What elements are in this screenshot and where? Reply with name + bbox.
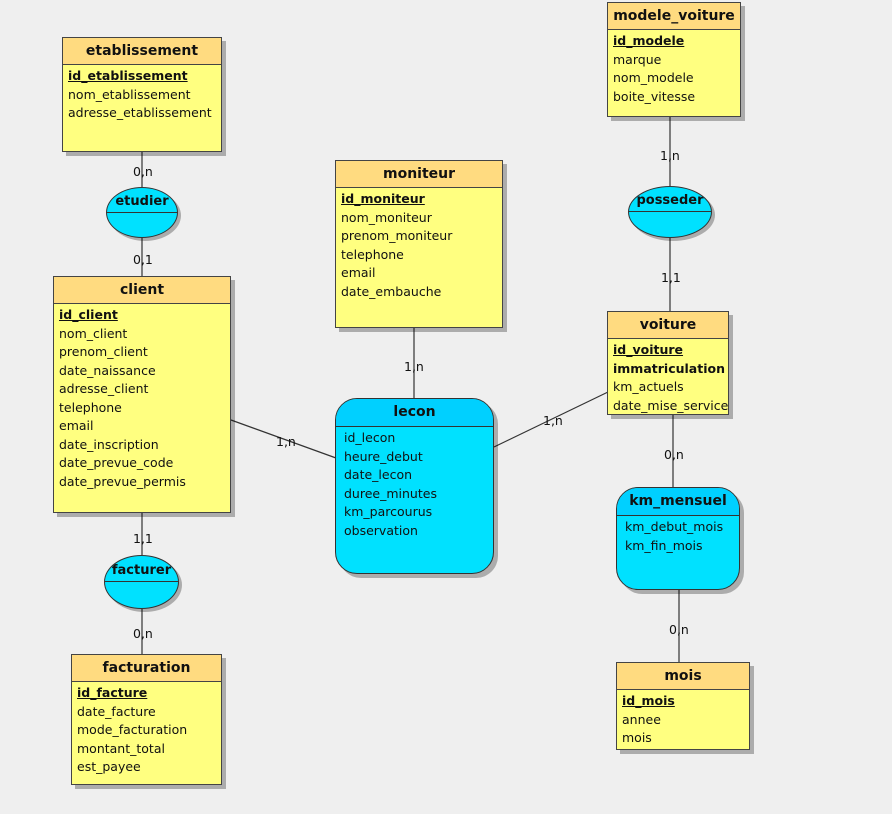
association-field: observation [344,522,418,538]
cardinality-facturer-facturation: 0,n [133,626,153,641]
association-field: km_parcourus [344,504,433,519]
association-posseder[interactable]: posseder [628,186,712,238]
entity-field: mode_facturation [77,722,188,737]
entity-mois[interactable]: mois id_mois annee mois [616,662,750,750]
entity-title: voiture [608,312,728,339]
entity-client[interactable]: client id_client nom_client prenom_clien… [53,276,231,513]
association-lecon[interactable]: lecon id_lecon heure_debut date_lecon du… [335,398,494,574]
entity-field: telephone [341,246,404,262]
entity-voiture[interactable]: voiture id_voiture immatriculation km_ac… [607,311,729,415]
entity-field-key: id_etablissement [68,68,188,83]
cardinality-posseder-voiture: 1,1 [661,270,681,285]
cardinality-client-lecon: 1,n [276,434,296,449]
cardinality-moniteur-lecon: 1,n [404,359,424,374]
association-field: km_debut_mois [625,519,724,534]
entity-field: boite_vitesse [613,88,696,104]
entity-field: annee [622,711,661,727]
entity-field: nom_client [59,325,128,341]
association-field: km_fin_mois [625,537,703,553]
entity-field: date_mise_service [613,397,729,413]
association-title: km_mensuel [617,488,739,516]
entity-title: etablissement [63,38,221,65]
entity-title: mois [617,663,749,690]
entity-modele-voiture[interactable]: modele_voiture id_modele marque nom_mode… [607,2,741,117]
entity-field: date_prevue_code [59,455,174,470]
entity-field: nom_etablissement [68,86,191,102]
entity-field-key: id_client [59,307,118,322]
entity-field-key: id_mois [622,693,675,708]
entity-moniteur[interactable]: moniteur id_moniteur nom_moniteur prenom… [335,160,503,328]
entity-field: date_inscription [59,436,159,452]
association-facturer[interactable]: facturer [104,555,179,609]
entity-etablissement[interactable]: etablissement id_etablissement nom_etabl… [62,37,222,152]
entity-field: est_payee [77,759,141,774]
association-title: lecon [336,399,493,427]
entity-field: date_naissance [59,362,156,378]
entity-facturation[interactable]: facturation id_facture date_facture mode… [71,654,222,785]
cardinality-client-facturer: 1,1 [133,531,153,546]
cardinality-voiture-kmmensuel: 0,n [664,447,684,462]
entity-field: date_prevue_permis [59,473,186,489]
association-field: id_lecon [344,430,396,445]
link-client-lecon [230,419,337,459]
association-km-mensuel[interactable]: km_mensuel km_debut_mois km_fin_mois [616,487,740,590]
entity-field: km_actuels [613,379,684,394]
entity-field: email [341,265,376,280]
association-title: etudier [107,188,177,213]
entity-field: email [59,418,94,433]
entity-title: modele_voiture [608,3,740,30]
entity-field-key: id_modele [613,33,685,48]
entity-field: nom_moniteur [341,209,432,225]
entity-field: adresse_etablissement [68,105,212,120]
entity-field-key: id_moniteur [341,191,425,206]
entity-field: telephone [59,399,122,415]
association-title: facturer [105,556,178,582]
entity-field: montant_total [77,740,165,756]
association-field: duree_minutes [344,485,437,501]
cardinality-kmmensuel-mois: 0,n [669,622,689,637]
association-etudier[interactable]: etudier [106,187,178,238]
entity-field-key: id_facture [77,685,148,700]
entity-field: mois [622,730,652,745]
association-field: date_lecon [344,467,413,482]
entity-title: facturation [72,655,221,682]
entity-field: adresse_client [59,381,149,396]
cardinality-etablissement-etudier: 0,n [133,164,153,179]
entity-field-key: id_voiture [613,342,684,357]
cardinality-etudier-client: 0,1 [133,252,153,267]
entity-field: prenom_client [59,344,148,359]
entity-title: client [54,277,230,304]
association-title: posseder [629,187,711,212]
cardinality-voiture-lecon: 1,n [543,413,563,428]
link-voiture-lecon [493,391,609,448]
association-field: heure_debut [344,448,423,464]
entity-field: nom_modele [613,70,694,85]
entity-field-identifier: immatriculation [613,360,725,376]
entity-field: marque [613,51,662,67]
entity-field: date_facture [77,703,156,719]
entity-field: prenom_moniteur [341,228,453,243]
entity-title: moniteur [336,161,502,188]
entity-field: date_embauche [341,283,442,299]
cardinality-modele-posseder: 1,n [660,148,680,163]
